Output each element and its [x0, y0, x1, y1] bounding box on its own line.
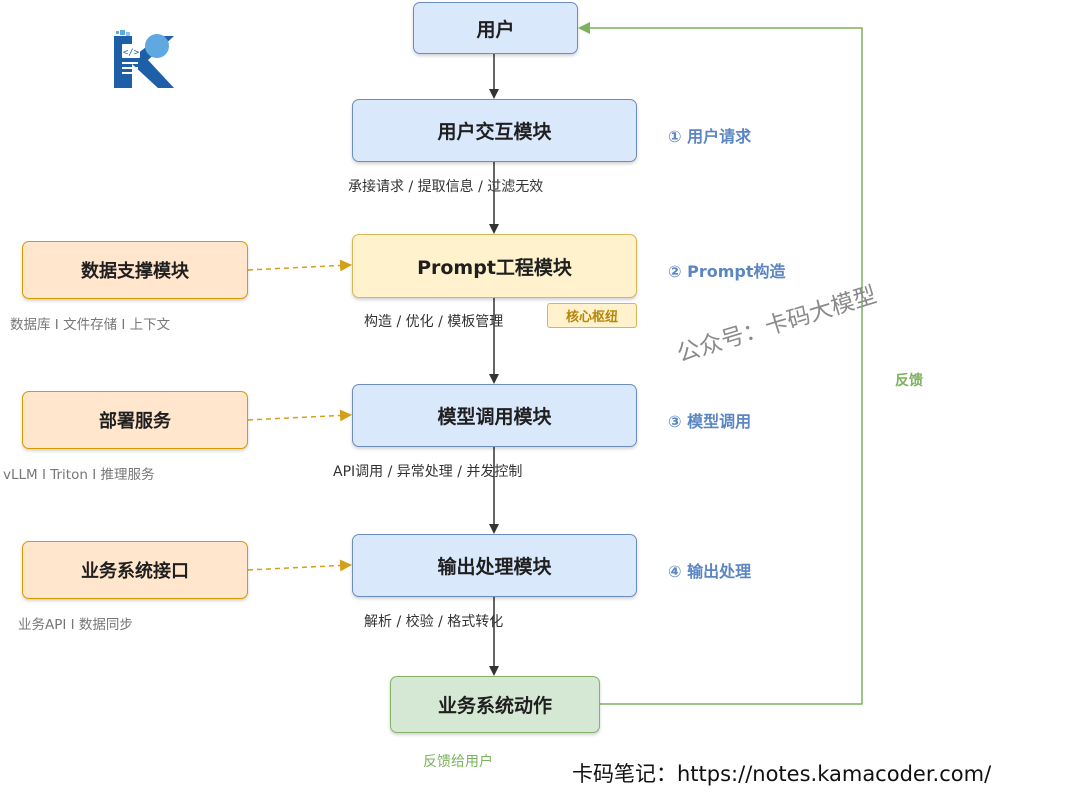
output-note: 解析 / 校验 / 格式转化: [364, 614, 504, 630]
business-api-box: 业务系统接口: [22, 541, 248, 599]
feedback-to-user-label: 反馈给用户: [423, 754, 493, 770]
data-support-note: 数据库 I 文件存储 I 上下文: [10, 317, 171, 333]
deploy-service-note: vLLM I Triton I 推理服务: [3, 467, 155, 483]
step-2-label: ② Prompt构造: [668, 262, 786, 281]
core-hub-label: 核心枢纽: [565, 310, 618, 325]
feedback-label: 反馈: [895, 373, 923, 389]
business-action-label: 业务系统动作: [437, 695, 552, 717]
business-api-label: 业务系统接口: [81, 561, 189, 582]
interaction-module-box: 用户交互模块: [352, 99, 637, 162]
step-1-label: ① 用户请求: [668, 127, 752, 146]
deploy-service-label: 部署服务: [99, 411, 171, 432]
dashed-arrow-deploy-to-model: [247, 409, 352, 422]
step-4-label: ④ 输出处理: [668, 562, 752, 581]
deploy-service-box: 部署服务: [22, 391, 248, 449]
core-hub-badge: 核心枢纽: [547, 303, 637, 328]
interaction-module-label: 用户交互模块: [437, 121, 552, 143]
prompt-module-label: Prompt工程模块: [417, 256, 572, 279]
prompt-note: 构造 / 优化 / 模板管理: [364, 314, 504, 330]
business-api-note: 业务API I 数据同步: [18, 617, 133, 633]
user-box: 用户: [413, 2, 578, 54]
model-module-box: 模型调用模块: [352, 384, 637, 447]
business-action-box: 业务系统动作: [390, 676, 600, 733]
prompt-module-box: Prompt工程模块: [352, 234, 637, 298]
model-note: API调用 / 异常处理 / 并发控制: [333, 464, 523, 480]
svg-text:</>: </>: [123, 48, 140, 58]
user-label: 用户: [476, 18, 515, 41]
interaction-note: 承接请求 / 提取信息 / 过滤无效: [348, 179, 544, 195]
model-module-label: 模型调用模块: [437, 406, 552, 428]
kamacoder-k-logo-icon: </>: [114, 30, 174, 88]
data-support-label: 数据支撑模块: [81, 261, 189, 282]
data-support-box: 数据支撑模块: [22, 241, 248, 299]
output-module-label: 输出处理模块: [437, 556, 552, 578]
dashed-arrow-api-to-output: [247, 559, 352, 572]
logo: </>: [112, 28, 178, 90]
dashed-arrow-data-to-prompt: [247, 259, 352, 272]
feedback-loop-line: [578, 22, 863, 705]
output-module-box: 输出处理模块: [352, 534, 637, 597]
footer-url: 卡码笔记：https://notes.kamacoder.com/: [572, 762, 992, 786]
step-3-label: ③ 模型调用: [668, 412, 752, 431]
